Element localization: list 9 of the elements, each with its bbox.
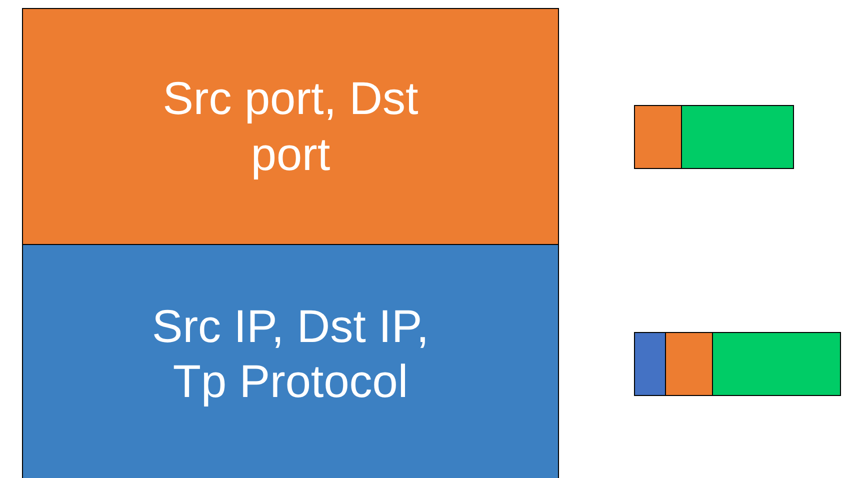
header-layer-box bbox=[22, 244, 559, 478]
layer-label: Src IP, Dst IP, Tp Protocol bbox=[151, 298, 430, 409]
header-segment bbox=[634, 332, 666, 396]
layer-label: Src port, Dst port bbox=[162, 71, 420, 182]
header-layer-box bbox=[22, 8, 559, 245]
header-segment bbox=[681, 105, 794, 169]
header-segment bbox=[634, 105, 682, 169]
header-segment bbox=[712, 332, 841, 396]
header-segment bbox=[665, 332, 713, 396]
